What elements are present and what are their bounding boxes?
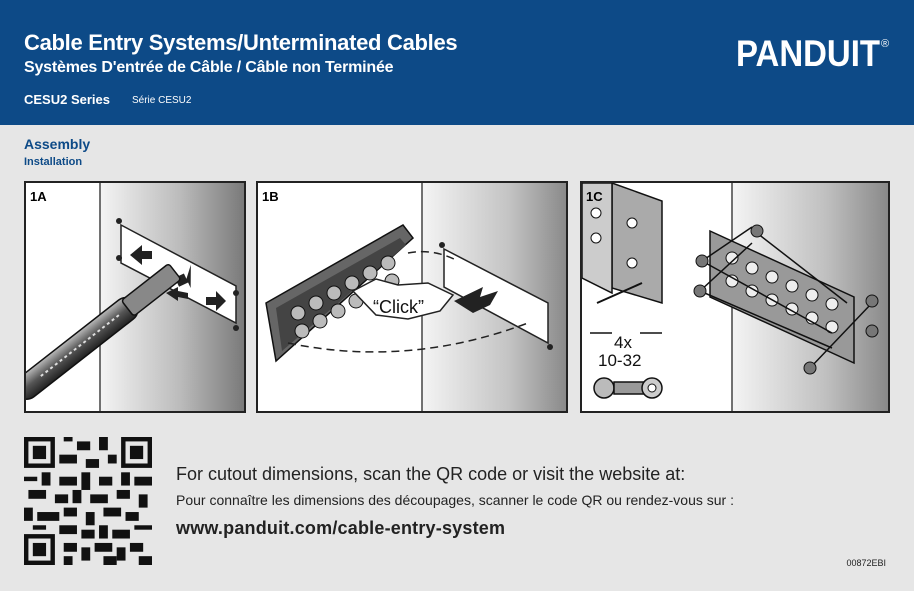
screw-illustration [582,183,888,411]
click-callout: “Click” [373,297,424,317]
series-label-fr: Série CESU2 [132,95,192,106]
screw-size: 10-32 [598,351,642,370]
grommet-frame-illustration [258,183,566,411]
brand-registered-mark: ® [881,38,889,50]
header-banner: Cable Entry Systems/Unterminated Cables … [0,0,914,125]
page-subtitle: Systèmes D'entrée de Câble / Câble non T… [24,59,394,76]
footer-instructions-fr: Pour connaître les dimensions des découp… [176,492,734,508]
website-link[interactable]: www.panduit.com/cable-entry-system [176,518,506,538]
hammer-illustration [26,183,244,411]
document-code: 00872EBI [846,558,886,568]
step-label: 1B [262,189,279,204]
qr-code[interactable] [24,437,152,565]
section-title: Assembly [24,136,91,152]
panduit-logo: PANDUIT ® [736,33,889,69]
screw-quantity: 4x [614,333,632,352]
footer-instructions-en: For cutout dimensions, scan the QR code … [176,464,686,484]
brand-text: PANDUIT [736,33,880,69]
section-subtitle: Installation [24,156,83,168]
step-label: 1A [30,189,47,204]
step-label: 1C [586,189,603,204]
page-title: Cable Entry Systems/Unterminated Cables [24,30,458,55]
step-1c-panel: 1C 4x 10-32 [580,181,890,413]
step-1b-panel: 1B “Click” [256,181,568,413]
step-1a-panel: 1A [24,181,246,413]
series-label: CESU2 Series [24,92,110,107]
